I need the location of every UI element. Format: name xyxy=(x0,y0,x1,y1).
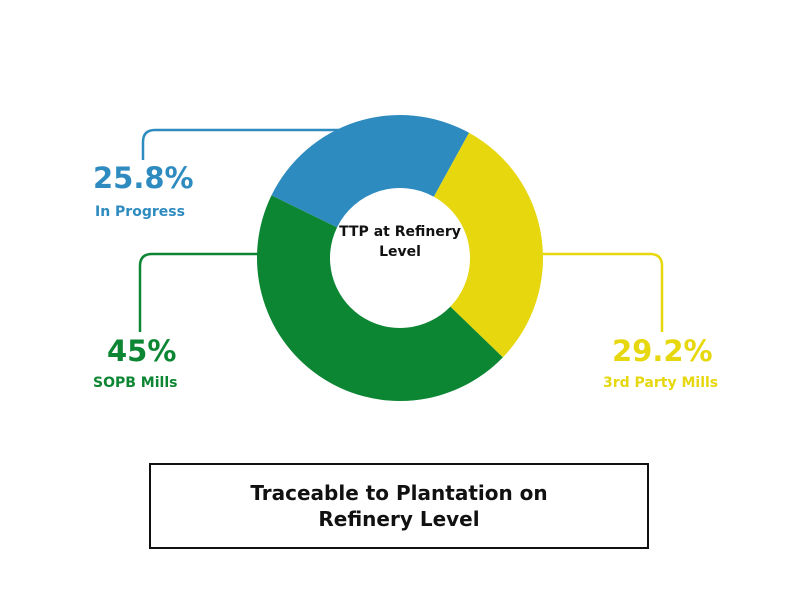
in-progress-label: In Progress xyxy=(95,204,185,220)
donut-slices xyxy=(256,114,543,402)
donut-center-label: TTP at Refinery Level xyxy=(339,224,461,260)
in-progress-value: 25.8% xyxy=(93,161,194,195)
donut-slice-progress xyxy=(271,114,470,228)
third-party-mills-label: 3rd Party Mills xyxy=(603,375,719,391)
third-party-mills-value: 29.2% xyxy=(612,334,713,368)
donut-slice-sopb xyxy=(256,195,503,402)
callout-leader-lines xyxy=(138,128,664,332)
leader-line-progress xyxy=(141,128,342,160)
sopb-mills-label: SOPB Mills xyxy=(93,375,178,391)
caption-text: Traceable to Plantation on Refinery Leve… xyxy=(250,481,548,531)
leader-line-third xyxy=(543,252,664,332)
donut-slice-third xyxy=(433,132,543,358)
leader-line-sopb xyxy=(138,252,260,332)
caption-box: Traceable to Plantation on Refinery Leve… xyxy=(149,463,649,549)
sopb-mills-value: 45% xyxy=(107,334,177,368)
